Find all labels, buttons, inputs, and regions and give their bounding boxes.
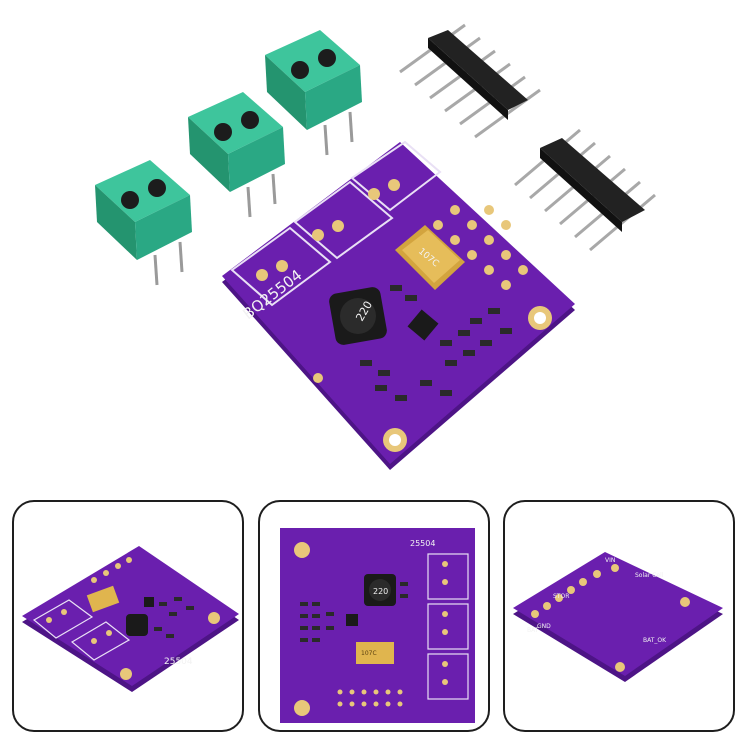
thumbnail-back-view[interactable]: GND BAT STOR VIN Solar Cell BAT_OK [503,500,735,732]
terminal-block-2 [188,92,285,218]
mounting-holes [313,306,552,452]
terminal-block-1 [95,160,192,286]
thumb1-board-label: 25504 [164,657,193,667]
back-label-solar: Solar Cell [635,572,664,579]
back-label-batok: BAT_OK [643,637,667,644]
thumbnail-top-image: 220 107C 25504 [280,528,475,723]
pin-header-1 [399,23,541,139]
back-label-bat: BAT [527,627,539,634]
thumbnail-angle-image: 25504 [22,546,239,692]
thumb2-inductor-marking: 220 [373,587,388,596]
main-product-photo: 107C 220 BQ25504 [95,23,656,470]
pcb-board: 107C 220 BQ25504 [222,140,575,470]
pin-header-2 [514,128,656,252]
bq25504-ic [407,309,439,341]
tantalum-capacitor: 107C [395,225,465,290]
back-label-stor: STOR [553,593,569,600]
thumbnail-angle-view[interactable]: 25504 [12,500,244,732]
back-label-gnd: GND [537,623,551,630]
back-label-vin: VIN [605,557,615,564]
thumb2-board-label: 25504 [410,539,435,548]
thumbnail-top-view[interactable]: 220 107C 25504 [258,500,490,732]
terminal-block-3 [265,30,362,156]
thumbnail-back-image: GND BAT STOR VIN Solar Cell BAT_OK [513,552,723,682]
pad-grid [433,205,528,290]
inductor: 220 [329,287,387,345]
smd-components [360,285,512,401]
thumb2-capacitor-marking: 107C [361,650,377,657]
